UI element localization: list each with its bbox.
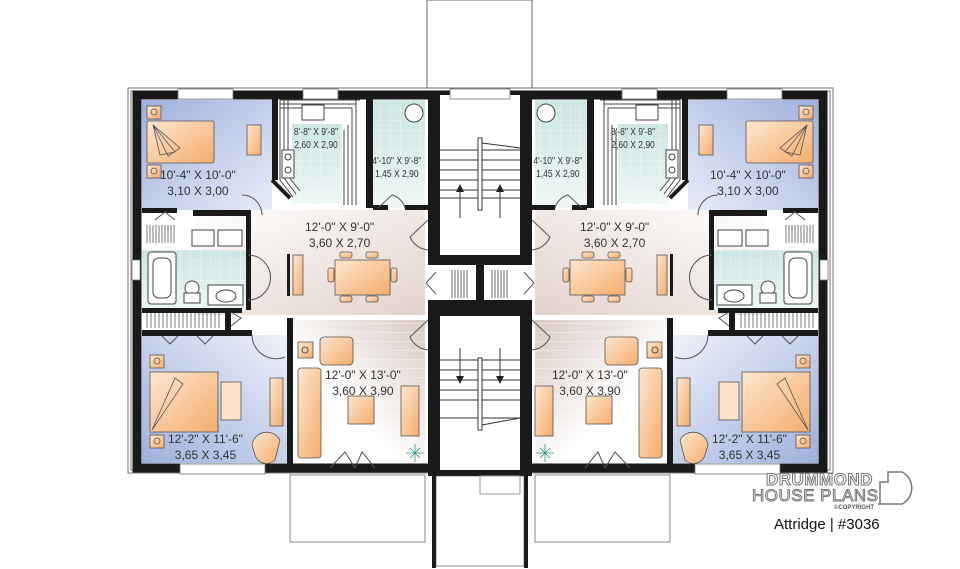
- stair-down-arrow: [456, 376, 464, 384]
- room-label-right-laundry: 4'-10" X 9'-8" 1,45 X 2,90: [533, 156, 583, 180]
- plant-right: [536, 444, 554, 462]
- room-label-left-bedroom-2: 12'-2" X 11'-6" 3,65 X 3,45: [168, 432, 243, 462]
- brand-line-2: HOUSE PLANS: [751, 486, 879, 506]
- brand-line-1: DRUMMOND: [766, 470, 873, 490]
- brand-logo: DRUMMOND HOUSE PLANS ©COPYRIGHT Attridge…: [751, 470, 932, 540]
- room-label-right-bedroom-2: 12'-2" X 11'-6" 3,65 X 3,45: [712, 432, 787, 462]
- copyright-text: ©COPYRIGHT: [834, 505, 875, 511]
- room-label-left-living: 12'-0" X 13'-0" 3,60 X 3,90: [325, 368, 401, 398]
- brand-d-icon: [878, 471, 913, 505]
- room-label-left-bedroom-1: 10'-4" X 10'-0" 3,10 X 3,00: [160, 168, 236, 198]
- room-label-right-kitchen: 8'-8" X 9'-8" 2,60 X 2,90: [610, 127, 656, 151]
- plant-left: [406, 444, 424, 462]
- room-label-left-dining: 12'-0" X 9'-0" 3,60 X 2,70: [305, 220, 375, 250]
- room-label-left-kitchen: 8'-8" X 9'-8" 2,60 X 2,90: [293, 127, 339, 151]
- room-label-right-living: 12'-0" X 13'-0" 3,60 X 3,90: [552, 368, 628, 398]
- room-label-right-bedroom-1: 10'-4" X 10'-0" 3,10 X 3,00: [710, 168, 786, 198]
- room-label-right-dining: 12'-0" X 9'-0" 3,60 X 2,70: [580, 220, 650, 250]
- room-label-left-laundry: 4'-10" X 9'-8" 1,45 X 2,90: [372, 156, 422, 180]
- plan-name: Attridge | #3036: [774, 516, 880, 533]
- stair-up-arrow: [456, 184, 464, 192]
